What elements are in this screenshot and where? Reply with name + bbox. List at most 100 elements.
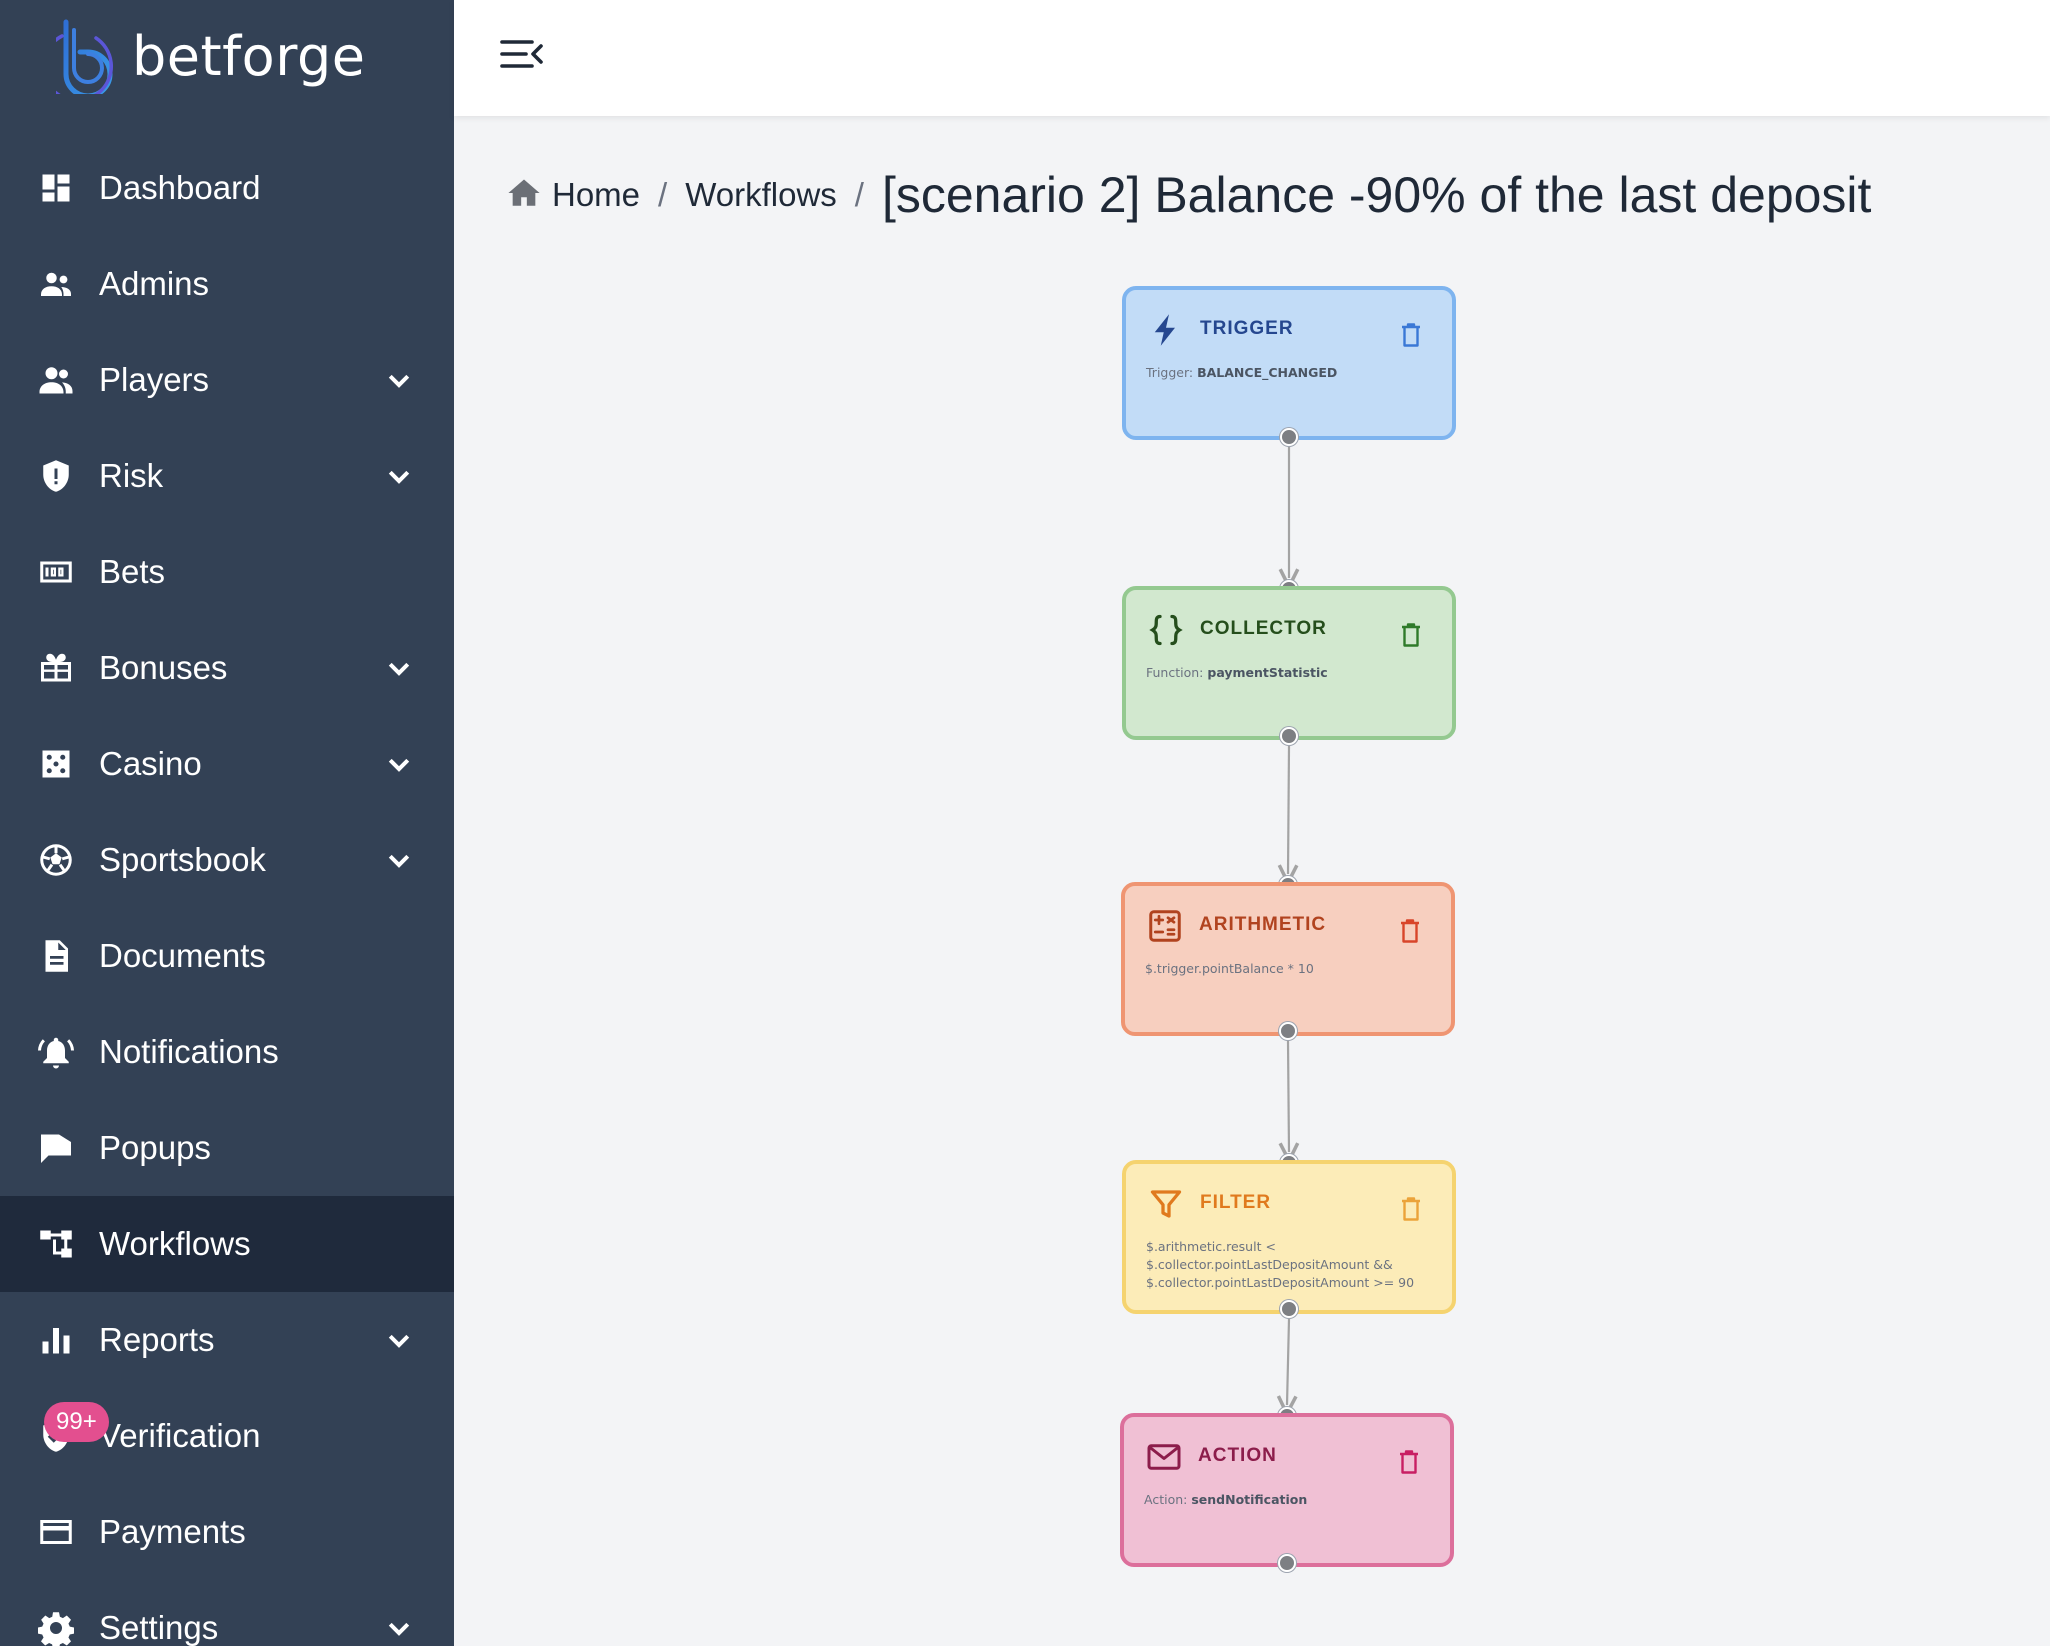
node-body: $.arithmetic.result < $.collector.pointL… [1146,1238,1432,1292]
breadcrumb: Home / Workflows / [scenario 2] Balance … [506,166,1871,224]
brand-logo[interactable]: betforge [56,16,365,96]
sidebar-item-label: Documents [99,937,266,974]
chevron-down-icon[interactable] [384,365,414,395]
menu-collapse-icon[interactable] [500,34,544,74]
workflow-node-collector[interactable]: COLLECTOR Function: paymentStatistic [1122,586,1456,740]
node-body-label: Function: [1146,665,1204,680]
sidebar-item-risk[interactable]: Risk [0,428,454,524]
sidebar-item-sportsbook[interactable]: Sportsbook [0,812,454,908]
chevron-down-icon[interactable] [384,1325,414,1355]
scoreboard-icon [38,554,74,590]
sidebar-item-popups[interactable]: Popups [0,1100,454,1196]
sitemap-icon [38,1226,74,1262]
node-title: COLLECTOR [1200,618,1327,639]
chevron-down-icon[interactable] [384,653,414,683]
sidebar-item-label: Workflows [99,1225,251,1262]
sidebar-item-label: Dashboard [99,169,261,206]
document-icon [38,938,74,974]
breadcrumb-separator: / [658,176,668,213]
chevron-down-icon[interactable] [384,1613,414,1643]
gear-icon [38,1610,74,1646]
admins-icon [38,266,74,302]
sidebar-item-label: Bonuses [99,649,228,686]
sidebar-item-bonuses[interactable]: Bonuses [0,620,454,716]
sidebar-item-notifications[interactable]: Notifications [0,1004,454,1100]
node-output-handle[interactable] [1280,727,1298,745]
node-output-handle[interactable] [1280,428,1298,446]
node-body: Function: paymentStatistic [1146,664,1432,682]
node-output-handle[interactable] [1280,1300,1298,1318]
node-output-handle[interactable] [1278,1554,1296,1572]
bell-icon [38,1034,74,1070]
funnel-icon [1148,1186,1184,1222]
dashboard-icon [38,170,74,206]
sidebar-item-dashboard[interactable]: Dashboard [0,140,454,236]
sidebar-item-casino[interactable]: Casino [0,716,454,812]
delete-node-icon[interactable] [1398,1449,1420,1475]
node-body-line: $.arithmetic.result < [1146,1239,1276,1254]
delete-node-icon[interactable] [1400,622,1422,648]
node-body-value: BALANCE_CHANGED [1197,365,1338,380]
envelope-icon [1146,1439,1182,1475]
node-body-line: $.collector.pointLastDepositAmount && [1146,1257,1393,1272]
node-title: ARITHMETIC [1199,914,1327,935]
sidebar-item-bets[interactable]: Bets [0,524,454,620]
soccer-ball-icon [38,842,74,878]
node-title: TRIGGER [1200,318,1294,339]
breadcrumb-home-link[interactable]: Home [552,176,641,213]
dice-icon [38,746,74,782]
workflow-node-arithmetic[interactable]: ARITHMETIC $.trigger.pointBalance * 10 [1121,882,1455,1036]
breadcrumb-workflows-link[interactable]: Workflows [685,176,837,213]
calculator-icon [1147,908,1183,944]
sidebar-item-label: Popups [99,1129,211,1166]
brand-name: betforge [132,24,366,88]
delete-node-icon[interactable] [1400,1196,1422,1222]
sidebar-item-label: Risk [99,457,164,494]
gift-icon [38,650,74,686]
sidebar-item-documents[interactable]: Documents [0,908,454,1004]
node-body: Trigger: BALANCE_CHANGED [1146,364,1432,382]
sidebar-item-players[interactable]: Players [0,332,454,428]
edge-collector-arithmetic [1288,745,1289,874]
sidebar-item-label: Sportsbook [99,841,266,878]
sidebar-item-label: Admins [99,265,210,302]
delete-node-icon[interactable] [1399,918,1421,944]
sidebar-item-settings[interactable]: Settings [0,1580,454,1646]
sidebar-item-label: Reports [99,1321,215,1358]
sidebar-item-admins[interactable]: Admins [0,236,454,332]
node-title: ACTION [1198,1445,1277,1466]
home-icon[interactable] [506,176,542,215]
chevron-down-icon[interactable] [384,461,414,491]
workflow-node-action[interactable]: ACTION Action: sendNotification [1120,1413,1454,1567]
node-title: FILTER [1200,1192,1272,1213]
page-title: [scenario 2] Balance -90% of the last de… [881,167,1872,223]
sidebar-nav: Dashboard Admins Players Risk Bets Bonus… [0,140,454,1646]
sidebar: betforge Dashboard Admins Players Risk B… [0,0,454,1646]
sidebar-item-verification[interactable]: Verification 99+ [0,1388,454,1484]
node-body: Action: sendNotification [1144,1491,1430,1509]
betforge-logo-icon [56,19,114,94]
bar-chart-icon [38,1322,74,1358]
sidebar-item-label: Players [99,361,210,398]
players-icon [38,362,74,398]
edge-filter-action [1287,1318,1289,1405]
delete-node-icon[interactable] [1400,322,1422,348]
curly-braces-icon [1148,612,1184,648]
top-bar [454,0,2050,116]
credit-card-icon [38,1514,74,1550]
shield-alert-icon [38,458,74,494]
node-body-value: sendNotification [1191,1492,1308,1507]
sidebar-item-workflows[interactable]: Workflows [0,1196,454,1292]
node-body-label: Action: [1144,1492,1188,1507]
edge-arithmetic-filter [1288,1040,1289,1152]
sidebar-item-label: Bets [99,553,166,590]
workflow-node-trigger[interactable]: TRIGGER Trigger: BALANCE_CHANGED [1122,286,1456,440]
sidebar-item-payments[interactable]: Payments [0,1484,454,1580]
workflow-node-filter[interactable]: FILTER $.arithmetic.result < $.collector… [1122,1160,1456,1314]
node-output-handle[interactable] [1279,1022,1297,1040]
sidebar-item-reports[interactable]: Reports [0,1292,454,1388]
sidebar-item-label: Payments [99,1513,246,1550]
node-body-label: Trigger: [1146,365,1194,380]
chevron-down-icon[interactable] [384,845,414,875]
chevron-down-icon[interactable] [384,749,414,779]
